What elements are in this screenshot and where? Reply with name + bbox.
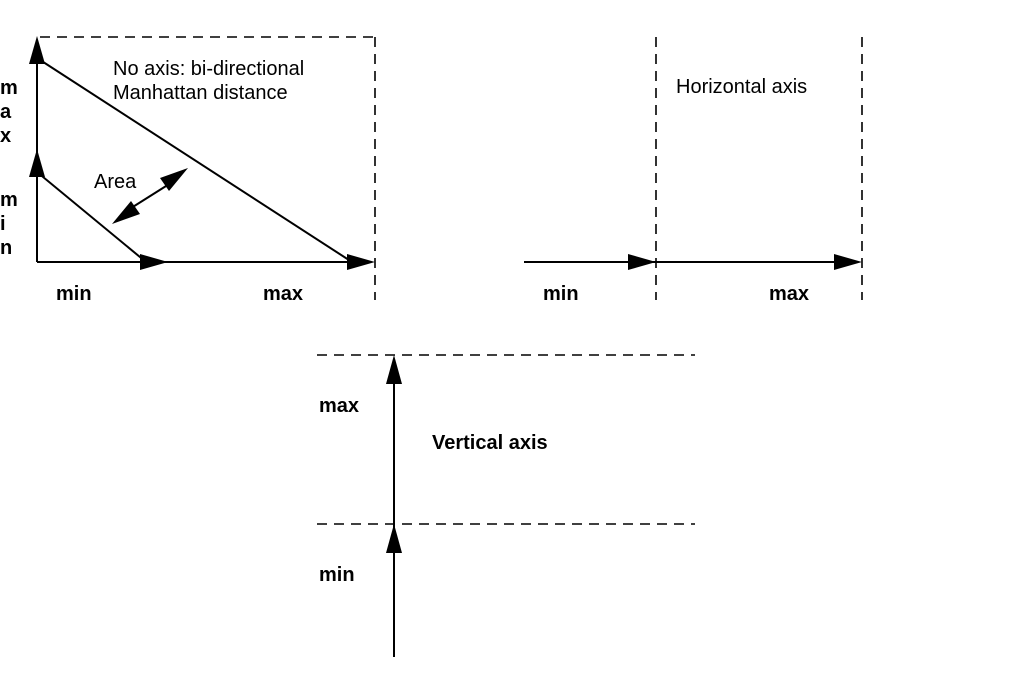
y-min-letter: n (0, 237, 12, 259)
horizontal-min-label: min (543, 283, 579, 305)
area-arrowhead-upper (160, 168, 188, 191)
no-axis-panel: No axis: bi-directional Manhattan distan… (0, 36, 376, 305)
y-max-letter: a (0, 101, 12, 123)
no-axis-y-min-label: m i n (0, 189, 18, 259)
no-axis-x-min-label: min (56, 283, 92, 305)
area-label: Area (94, 171, 137, 193)
y-min-letter: i (0, 213, 6, 235)
no-axis-title-line1: No axis: bi-directional (113, 58, 304, 80)
horizontal-min-arrowhead (628, 254, 656, 270)
y-min-letter: m (0, 189, 18, 211)
vertical-max-label: max (319, 395, 359, 417)
horizontal-max-label: max (769, 283, 809, 305)
y-max-letter: x (0, 125, 11, 147)
horizontal-axis-panel: Horizontal axis min max (524, 37, 863, 305)
vertical-axis-title: Vertical axis (432, 432, 548, 454)
vertical-max-arrowhead (386, 355, 402, 384)
x-min-arrowhead (140, 254, 168, 270)
vertical-min-label: min (319, 564, 355, 586)
max-distance-diagonal (36, 57, 353, 263)
vertical-min-arrowhead (386, 524, 402, 553)
horizontal-axis-title: Horizontal axis (676, 76, 807, 98)
no-axis-title-line2: Manhattan distance (113, 82, 288, 104)
no-axis-y-max-label: m a x (0, 77, 18, 147)
y-max-letter: m (0, 77, 18, 99)
vertical-axis-panel: Vertical axis max min (317, 354, 695, 657)
min-distance-diagonal (36, 171, 147, 263)
y-max-arrowhead (29, 36, 45, 64)
x-max-arrowhead (347, 254, 375, 270)
y-min-arrowhead (29, 149, 45, 177)
horizontal-max-arrowhead (834, 254, 862, 270)
area-arrowhead-lower (112, 201, 140, 224)
no-axis-x-max-label: max (263, 283, 303, 305)
